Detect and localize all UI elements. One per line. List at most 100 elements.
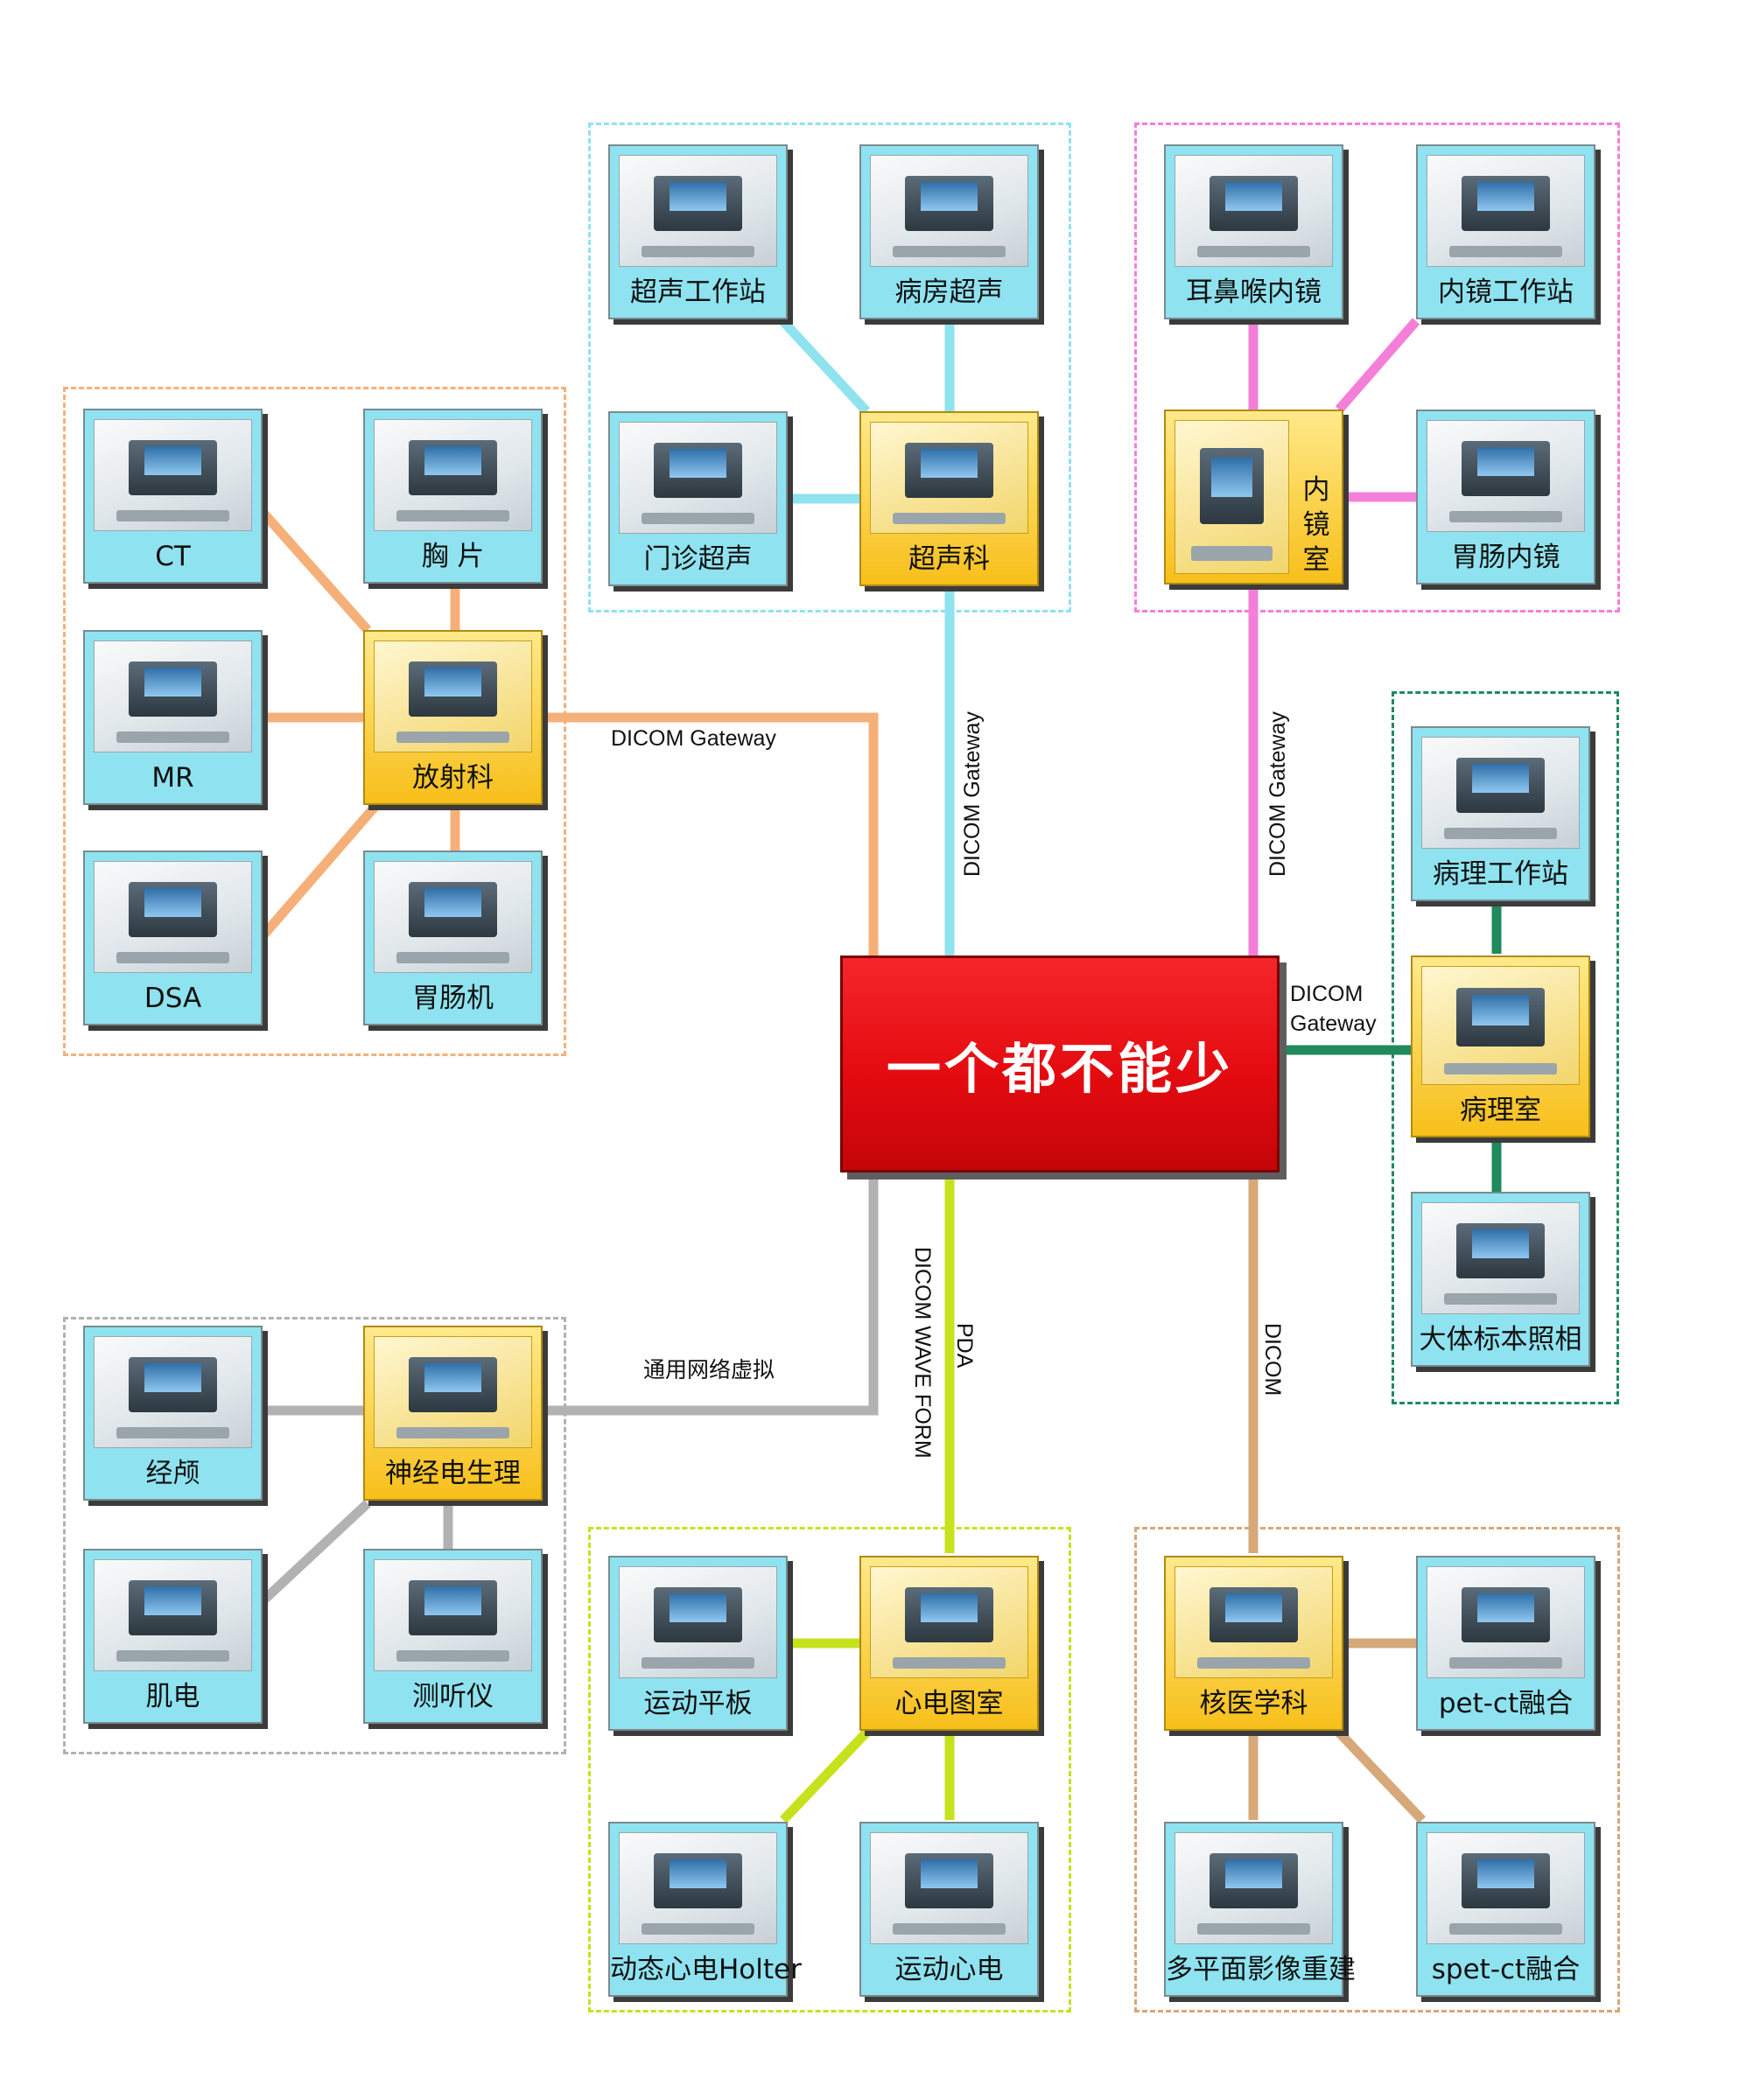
line-holter-ecg xyxy=(780,1729,870,1824)
audiometer-image xyxy=(374,1559,532,1671)
node-gi-machine[interactable]: 胃肠机 xyxy=(363,850,543,1026)
gi-machine-image xyxy=(374,861,532,973)
outpatient-ultrasound-image xyxy=(619,422,777,534)
node-label-treadmill: 运动平板 xyxy=(643,1688,753,1719)
mpr-image xyxy=(1175,1832,1333,1944)
ultrasound-workstation-image xyxy=(619,155,777,267)
node-dsa[interactable]: DSA xyxy=(83,850,263,1026)
node-ct[interactable]: CT xyxy=(83,409,263,584)
node-label-mr: MR xyxy=(151,762,194,794)
line-eeg-center xyxy=(538,1172,879,1416)
link-label-electrophysiology: 通用网络虚拟 xyxy=(643,1358,775,1382)
node-gross-specimen-photo[interactable]: 大体标本照相 xyxy=(1411,1192,1590,1367)
link-label-pathology-line2: Gateway xyxy=(1290,1012,1377,1036)
center-title: 一个都不能少 xyxy=(886,1037,1233,1101)
line-emg-eeg xyxy=(259,1499,371,1606)
radiology-image xyxy=(374,640,532,752)
link-label-nuclear: DICOM xyxy=(1260,1323,1285,1396)
hub-label-endoscopy: 内镜室 xyxy=(1302,474,1330,576)
hub-label-ultrasound: 超声科 xyxy=(908,543,990,575)
hub-endoscopy[interactable]: 内镜室 xyxy=(1164,410,1343,584)
node-label-dsa: DSA xyxy=(144,983,202,1014)
emg-image xyxy=(94,1559,252,1671)
hub-ecg[interactable]: 心电图室 xyxy=(859,1556,1039,1731)
node-ultrasound-workstation[interactable]: 超声工作站 xyxy=(608,144,788,319)
gastro-endoscope-image xyxy=(1427,420,1585,532)
node-label-mpr: 多平面影像重建 xyxy=(1166,1954,1356,1985)
group-box-nuclear xyxy=(1134,1527,1620,2012)
pathology-image xyxy=(1421,966,1580,1085)
node-spet-ct[interactable]: spet-ct融合 xyxy=(1416,1822,1595,1997)
node-outpatient-ultrasound[interactable]: 门诊超声 xyxy=(608,411,788,586)
holter-image xyxy=(619,1832,777,1944)
endoscopy-image xyxy=(1175,420,1289,574)
node-label-exercise-ecg: 运动心电 xyxy=(894,1954,1004,1985)
line-usws-ultrasound xyxy=(775,313,871,415)
link-label-ecg-pda: PDA xyxy=(952,1323,977,1368)
node-exercise-ecg[interactable]: 运动心电 xyxy=(859,1822,1039,1997)
hub-electrophysiology[interactable]: 神经电生理 xyxy=(363,1326,543,1501)
node-label-tcd: 经颅 xyxy=(145,1458,200,1489)
node-audiometer[interactable]: 测听仪 xyxy=(363,1549,543,1724)
line-spetct-nuclear xyxy=(1336,1729,1426,1824)
line-radiology-center xyxy=(538,712,879,956)
hub-label-electrophysiology: 神经电生理 xyxy=(385,1458,521,1489)
group-box-electrophysiology xyxy=(63,1317,566,1754)
node-mr[interactable]: MR xyxy=(83,630,263,805)
node-pet-ct[interactable]: pet-ct融合 xyxy=(1416,1556,1595,1731)
node-ward-ultrasound[interactable]: 病房超声 xyxy=(859,144,1039,319)
link-label-pathology-line1: DICOM xyxy=(1290,982,1364,1006)
ct-image xyxy=(94,419,252,531)
node-label-pet-ct: pet-ct融合 xyxy=(1438,1688,1574,1719)
node-tcd[interactable]: 经颅 xyxy=(83,1326,263,1501)
node-gastro-endoscope[interactable]: 胃肠内镜 xyxy=(1416,410,1595,584)
group-box-radiology xyxy=(63,387,566,1056)
hub-label-ecg: 心电图室 xyxy=(894,1688,1004,1719)
node-pathology-workstation[interactable]: 病理工作站 xyxy=(1411,726,1590,901)
group-box-endoscopy xyxy=(1134,122,1620,612)
hub-ultrasound[interactable]: 超声科 xyxy=(859,411,1039,586)
line-dsa-radiology xyxy=(258,802,381,940)
hub-nuclear-medicine[interactable]: 核医学科 xyxy=(1164,1556,1343,1731)
hub-radiology[interactable]: 放射科 xyxy=(363,630,543,805)
link-label-ultrasound: DICOM Gateway xyxy=(960,711,985,877)
node-holter[interactable]: 动态心电Holter xyxy=(608,1822,802,1997)
node-label-emg: 肌电 xyxy=(145,1681,200,1712)
node-emg[interactable]: 肌电 xyxy=(83,1549,263,1724)
node-label-pathology-workstation: 病理工作站 xyxy=(1433,858,1568,890)
tcd-image xyxy=(94,1336,252,1448)
link-label-endoscopy: DICOM Gateway xyxy=(1266,711,1290,877)
group-box-pathology xyxy=(1392,691,1619,1404)
hub-pathology[interactable]: 病理室 xyxy=(1411,956,1590,1138)
link-label-ecg-waveform: DICOM WAVE FORM xyxy=(910,1247,935,1459)
node-label-ward-ultrasound: 病房超声 xyxy=(894,276,1004,308)
center-box[interactable]: 一个都不能少 xyxy=(840,956,1280,1172)
node-label-gross-specimen-photo: 大体标本照相 xyxy=(1419,1324,1582,1355)
mr-image xyxy=(94,640,252,752)
ent-endoscope-image xyxy=(1175,155,1333,267)
node-label-outpatient-ultrasound: 门诊超声 xyxy=(643,543,753,575)
node-label-chest-xray: 胸 片 xyxy=(421,541,485,572)
exercise-ecg-image xyxy=(870,1832,1028,1944)
node-label-ct: CT xyxy=(155,541,191,572)
node-label-ent-endoscope: 耳鼻喉内镜 xyxy=(1186,276,1322,308)
node-mpr[interactable]: 多平面影像重建 xyxy=(1164,1822,1356,1997)
gross-specimen-photo-image xyxy=(1421,1202,1580,1314)
node-label-ultrasound-workstation: 超声工作站 xyxy=(630,276,766,308)
node-chest-xray[interactable]: 胸 片 xyxy=(363,409,543,584)
endoscope-workstation-image xyxy=(1427,155,1585,267)
node-label-holter: 动态心电Holter xyxy=(610,1954,802,1985)
node-treadmill[interactable]: 运动平板 xyxy=(608,1556,788,1731)
node-ent-endoscope[interactable]: 耳鼻喉内镜 xyxy=(1164,144,1343,319)
ultrasound-image xyxy=(870,422,1028,534)
node-label-gastro-endoscope: 胃肠内镜 xyxy=(1451,542,1560,573)
pet-ct-image xyxy=(1427,1566,1585,1678)
dsa-image xyxy=(94,861,252,973)
group-box-ultrasound xyxy=(588,122,1071,612)
node-label-endoscope-workstation: 内镜工作站 xyxy=(1438,276,1574,308)
node-endoscope-workstation[interactable]: 内镜工作站 xyxy=(1416,144,1595,319)
node-label-gi-machine: 胃肠机 xyxy=(412,983,494,1014)
spet-ct-image xyxy=(1427,1832,1585,1944)
hub-label-pathology: 病理室 xyxy=(1460,1095,1541,1126)
